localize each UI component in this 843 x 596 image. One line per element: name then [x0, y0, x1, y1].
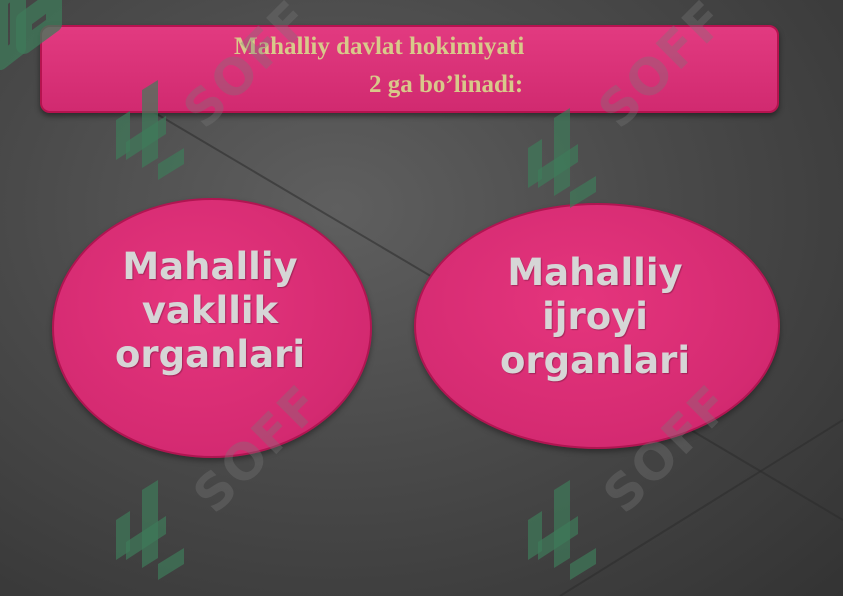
title-line-1: Mahalliy davlat hokimiyati	[234, 33, 525, 60]
node-label-line: ijroyi	[542, 295, 648, 338]
node-label-line: organlari	[114, 333, 306, 376]
node-ellipse-representative	[52, 198, 372, 458]
node-label-line: Mahalliy	[507, 251, 683, 294]
node-label-representative: Mahalliy vakllik organlari	[60, 245, 360, 377]
node-label-line: organlari	[499, 339, 691, 382]
title-box: Mahalliy davlat hokimiyati 2 ga bo’linad…	[40, 25, 779, 113]
title-line-2: 2 ga bo’linadi:	[369, 71, 524, 98]
node-label-line: Mahalliy	[122, 245, 298, 288]
node-label-executive: Mahalliy ijroyi organlari	[440, 251, 750, 383]
node-ellipse-executive	[414, 203, 780, 449]
node-label-line: vakllik	[141, 289, 279, 332]
